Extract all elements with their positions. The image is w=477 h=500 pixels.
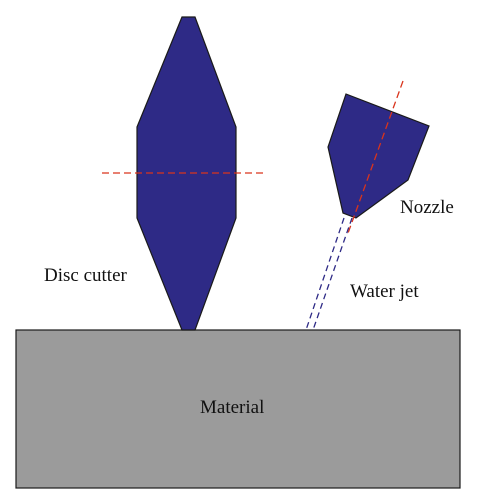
nozzle-shape xyxy=(327,93,430,219)
water-jet-label: Water jet xyxy=(350,281,419,302)
disc-cutter-shape xyxy=(136,16,237,331)
nozzle-axis-line xyxy=(346,80,404,237)
material-block xyxy=(15,329,461,489)
water-jet-line-left xyxy=(305,217,345,331)
material-label: Material xyxy=(200,397,264,418)
nozzle-label: Nozzle xyxy=(400,197,454,218)
water-jet-line-right xyxy=(312,217,353,331)
disc-cutter-label: Disc cutter xyxy=(44,265,128,286)
